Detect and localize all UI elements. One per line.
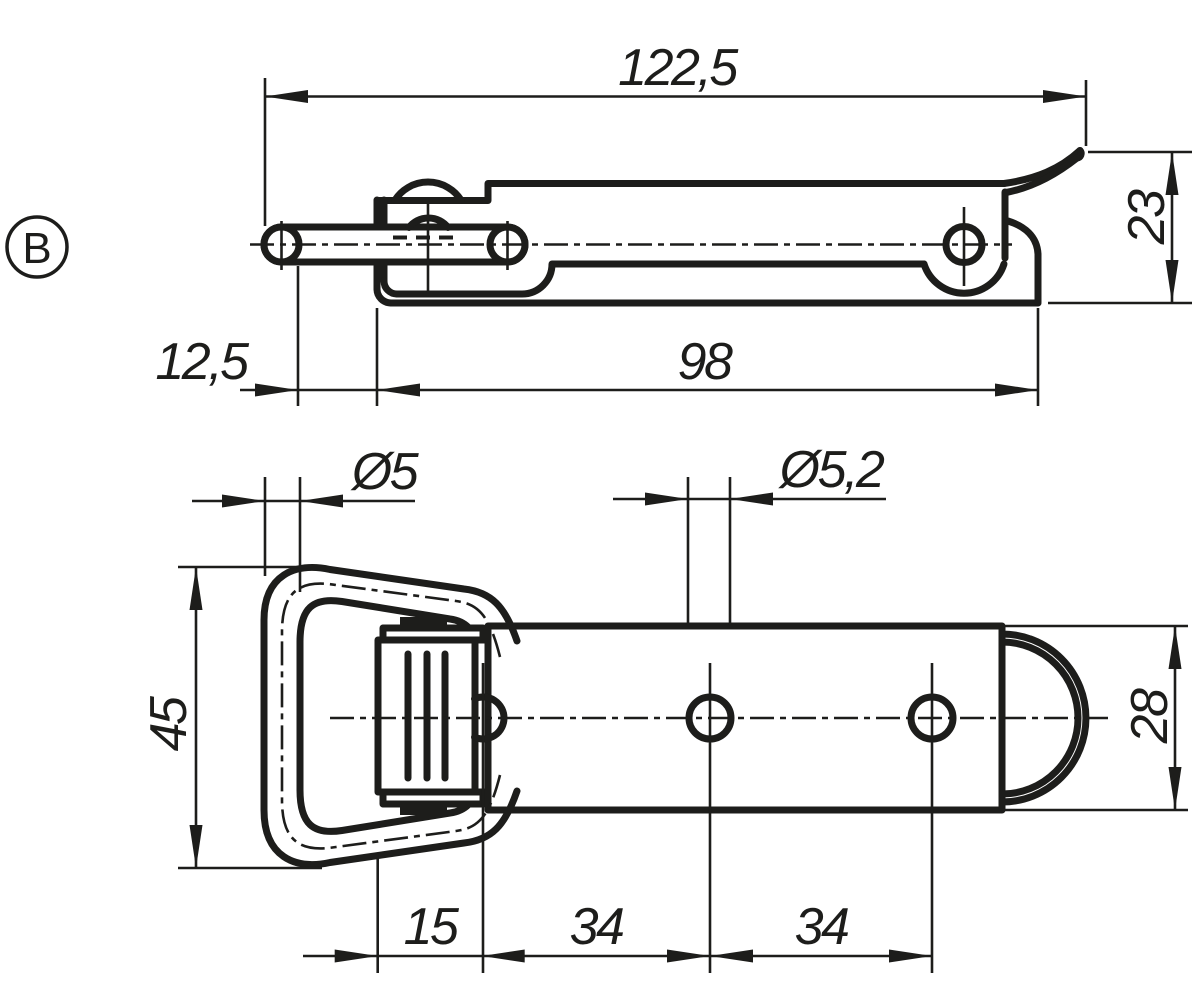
rolled-end-outer-arc [998, 630, 1090, 806]
dim-wire-diameter-label: Ø5 [350, 443, 420, 501]
dim-hole-offset-label: 15 [404, 898, 460, 956]
arrow-left-icon [710, 949, 753, 963]
balloon-circle [5, 215, 69, 279]
dim-hole-diameter: Ø5,2 [613, 441, 887, 625]
arrow-down-icon [1165, 260, 1179, 303]
arrow-left-icon [730, 492, 773, 506]
side-view: 122,5 12,5 98 23 [155, 39, 1192, 406]
balloon-label: B [22, 224, 51, 273]
arrow-right-icon [1043, 90, 1086, 103]
roller-assembly [374, 617, 492, 815]
hook-inner-edge [1002, 154, 1081, 196]
dim-hole-chain: 15 34 34 [303, 898, 932, 963]
arrow-left-icon [300, 494, 343, 508]
dim-plate-width: 28 [1004, 624, 1188, 812]
arrow-down-icon [189, 825, 203, 868]
dim-bail-width: 45 [140, 565, 322, 870]
arrow-up-icon [1168, 626, 1182, 669]
arrow-right-icon [255, 383, 298, 397]
dim-bail-width-label: 45 [140, 695, 198, 751]
dim-hole-spacing-a-label: 34 [570, 898, 623, 956]
arrow-right-icon [995, 383, 1038, 397]
roller-flange-top [379, 624, 487, 644]
dim-hole-spacing-b-label: 34 [795, 898, 848, 956]
arrow-right-icon [889, 949, 932, 963]
wire-end-top [400, 617, 447, 628]
roller-body [374, 636, 492, 796]
arm-top-edge [373, 180, 1008, 204]
bail-wire-centerline [280, 582, 502, 850]
arrow-left-icon [377, 383, 420, 397]
arrow-left-icon [265, 90, 308, 103]
centerlines-side [250, 204, 1012, 292]
dim-overall-length: 122,5 [263, 39, 1088, 226]
bracket-foot-curl [1004, 217, 1042, 306]
dim-wire-diameter: Ø5 [192, 443, 422, 592]
catch-tab-arc [920, 260, 1008, 297]
centerlines-plan [280, 582, 1108, 973]
wire-end-bottom [400, 804, 447, 815]
arrow-right-icon [222, 494, 265, 508]
roller-flange-bottom [379, 788, 487, 808]
arrow-right-icon [645, 492, 688, 506]
roller-detail-lines [404, 636, 479, 796]
plate-outline [484, 622, 1006, 814]
bail-outer-edge [260, 564, 521, 868]
dim-height-label: 23 [1118, 189, 1176, 245]
arrow-left-icon [481, 949, 525, 963]
view-balloon: B [5, 215, 69, 279]
arrow-up-icon [1165, 152, 1179, 195]
dim-plate-width-label: 28 [1121, 688, 1179, 744]
dim-base-length-label: 98 [678, 333, 733, 391]
latch-body-side [260, 147, 1085, 307]
arrow-right-icon [667, 949, 710, 963]
dim-overall-length-label: 122,5 [618, 39, 739, 97]
bail-inner-edge [296, 597, 486, 835]
arrow-up-icon [189, 567, 203, 610]
housing-inner-bottom [393, 260, 928, 298]
bail-loop-plan [260, 564, 521, 868]
arrow-down-icon [1168, 767, 1182, 810]
dim-height: 23 [1048, 150, 1192, 305]
dim-bail-offset-label: 12,5 [155, 333, 250, 391]
arrow-right-icon [334, 949, 378, 963]
hook-outer-edge [1000, 147, 1084, 187]
dim-chain-base: 12,5 98 [155, 266, 1040, 406]
dim-hole-diameter-label: Ø5,2 [778, 441, 885, 499]
spring-dome [391, 178, 465, 204]
plan-view: Ø5 Ø5,2 45 28 [140, 441, 1188, 973]
